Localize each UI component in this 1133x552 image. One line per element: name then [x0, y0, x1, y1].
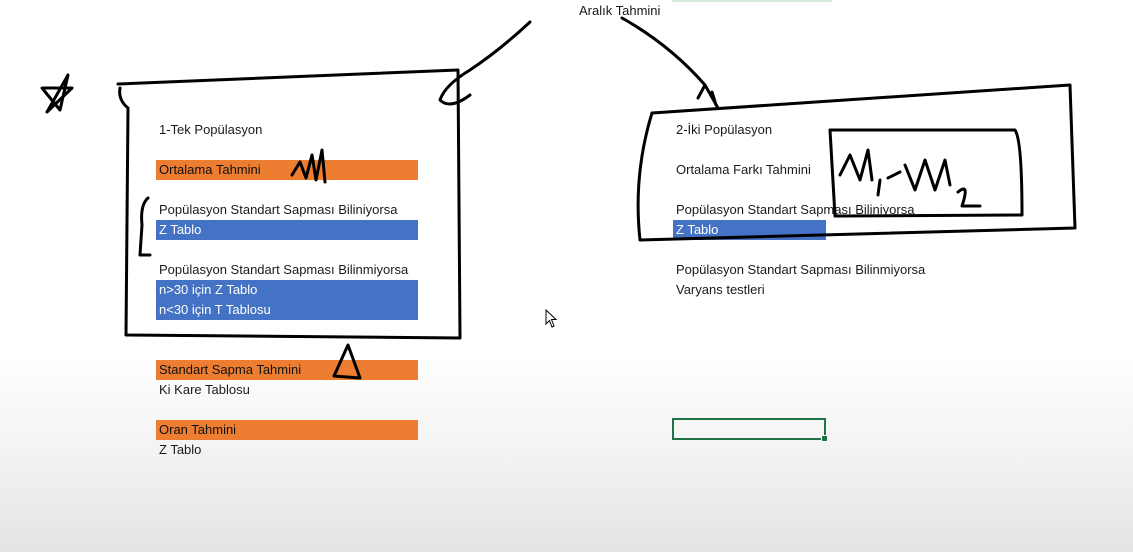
- n-greater-30-text: n>30 için Z Tablo: [159, 282, 258, 297]
- n-less-30-text: n<30 için T Tablosu: [159, 302, 271, 317]
- right-z-table-cell[interactable]: Z Tablo: [673, 220, 826, 240]
- right-box-pointer: [620, 16, 720, 110]
- two-population-title: 2-İki Popülasyon: [676, 122, 773, 137]
- known-sd-label: Popülasyon Standart Sapması Biliniyorsa: [159, 202, 398, 217]
- mouse-cursor-icon: [545, 309, 558, 328]
- mean-diff-estimate-label: Ortalama Farkı Tahmini: [676, 162, 811, 177]
- left-box-pointer: [438, 20, 532, 106]
- ribbon-edge: [672, 0, 832, 2]
- unknown-sd-label: Popülasyon Standart Sapması Bilinmiyorsa: [159, 262, 409, 277]
- sample-size-table-cell[interactable]: n>30 için Z Tablo n<30 için T Tablosu: [156, 280, 418, 320]
- proportion-estimate-cell[interactable]: Oran Tahmini: [156, 420, 418, 440]
- mu1-minus-mu2-scribble: [838, 148, 982, 208]
- single-population-title: 1-Tek Popülasyon: [159, 122, 263, 137]
- left-box-bracket: [138, 196, 152, 257]
- mean-estimate-cell[interactable]: Ortalama Tahmini: [156, 160, 418, 180]
- z-table-cell[interactable]: Z Tablo: [156, 220, 418, 240]
- hand-drawn-star-icon: [40, 73, 74, 114]
- right-unknown-sd-label: Popülasyon Standart Sapması Bilinmiyorsa: [676, 262, 926, 277]
- right-known-sd-label: Popülasyon Standart Sapması Biliniyorsa: [676, 202, 915, 217]
- proportion-z-table-label: Z Tablo: [159, 442, 202, 457]
- interval-estimate-label: Aralık Tahmini: [579, 3, 661, 18]
- selected-cell[interactable]: [672, 418, 828, 442]
- sd-estimate-cell[interactable]: Standart Sapma Tahmini: [156, 360, 418, 380]
- chi-square-label: Ki Kare Tablosu: [159, 382, 250, 397]
- variance-tests-label: Varyans testleri: [676, 282, 765, 297]
- fill-handle[interactable]: [821, 435, 828, 442]
